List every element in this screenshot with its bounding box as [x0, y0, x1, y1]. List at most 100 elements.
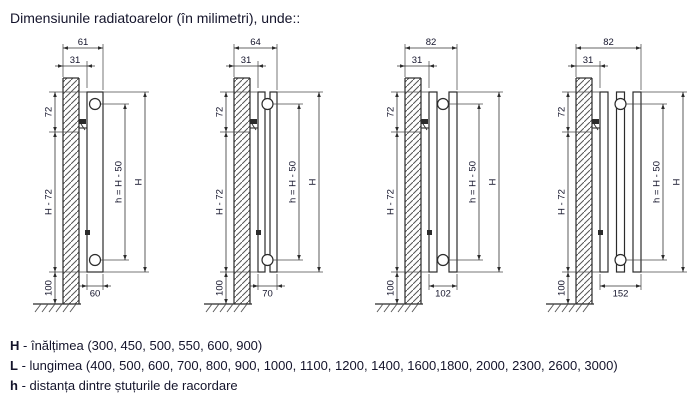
dim-height-label: H	[308, 178, 319, 185]
floor-hatch	[561, 303, 569, 313]
dim-depth-bottom-label: 102	[435, 289, 451, 300]
bracket-hook	[251, 123, 257, 131]
dimension-arrow	[636, 46, 641, 50]
valve	[598, 230, 603, 235]
radiator-panel	[428, 91, 438, 273]
bracket	[421, 119, 428, 124]
dimension-arrow	[272, 46, 277, 50]
dim-lower-left-label: 100	[386, 280, 397, 296]
wall	[63, 78, 79, 304]
dimension-arrow	[87, 64, 92, 68]
floor-hatch	[233, 303, 241, 313]
dim-depth-bottom-label: 60	[90, 289, 101, 300]
dimension-arrow	[497, 92, 501, 97]
dimension-arrow	[58, 64, 63, 68]
dimension-arrow	[395, 127, 399, 132]
dimension-arrow	[82, 284, 87, 288]
dim-lower-left-label: 100	[215, 280, 226, 296]
bracket-hook	[593, 123, 599, 131]
radiator-panel	[599, 91, 609, 273]
radiator-panel	[257, 91, 266, 273]
legend-text-H: - înălțimea (300, 450, 500, 550, 600, 90…	[23, 338, 263, 353]
dimension-arrow	[123, 104, 127, 109]
floor-hatch	[205, 303, 213, 313]
bracket	[250, 119, 257, 124]
radiator-panel	[615, 91, 626, 273]
floor-hatch	[226, 303, 234, 313]
dimension-arrow	[497, 267, 501, 272]
dimension-arrow	[600, 284, 605, 288]
floor-hatch	[411, 303, 419, 313]
dim-middle-left-label: H - 72	[44, 189, 55, 215]
floor-hatch	[41, 303, 49, 313]
dim-lower-left-label: 100	[44, 280, 55, 296]
port-top	[436, 97, 450, 111]
dimension-arrow	[395, 92, 399, 97]
page-title: Dimensiunile radiatoarelor (în milimetri…	[10, 10, 301, 26]
dimension-arrow	[234, 46, 239, 50]
legend-line-L: L - lungimea (400, 500, 600, 700, 800, 9…	[10, 356, 692, 376]
legend: H - înălțimea (300, 450, 500, 550, 600, …	[10, 336, 692, 396]
page: Dimensiunile radiatoarelor (în milimetri…	[10, 10, 692, 396]
dim-depth-top-label: 61	[78, 37, 89, 48]
legend-symbol-H: H	[10, 338, 20, 353]
valve	[427, 230, 432, 235]
wall	[405, 78, 421, 304]
bracket-hook	[80, 123, 86, 131]
dimension-arrow	[224, 132, 228, 137]
dim-port-spacing-label: h = H - 50	[114, 161, 125, 203]
dim-depth-bottom-label: 152	[613, 289, 629, 300]
floor-hatch	[568, 303, 576, 313]
floor-hatch	[219, 303, 227, 313]
dimension-arrow	[253, 284, 258, 288]
port-top	[88, 97, 102, 111]
port-top	[614, 97, 627, 111]
dim-wall-gap-label: 31	[241, 55, 252, 66]
floor-hatch	[212, 303, 220, 313]
dimension-arrow	[395, 132, 399, 137]
legend-line-h: h - distanța dintre ștuțurile de racorda…	[10, 376, 692, 396]
dim-wall-gap-label: 31	[412, 55, 423, 66]
dimension-arrow	[395, 272, 399, 277]
floor-hatch	[240, 303, 248, 313]
dimension-arrow	[566, 92, 570, 97]
floor-hatch	[397, 303, 405, 313]
dim-height-label: H	[672, 178, 683, 185]
dimension-arrow	[317, 267, 321, 272]
wall	[234, 78, 250, 304]
dimension-arrow	[395, 299, 399, 304]
dim-depth-top-label: 82	[426, 37, 437, 48]
dimension-arrow	[53, 299, 57, 304]
dim-port-spacing-label: h = H - 50	[652, 161, 663, 203]
bracket	[79, 119, 86, 124]
dimension-arrow	[681, 92, 685, 97]
dimension-arrow	[317, 92, 321, 97]
bracket-hook	[422, 123, 428, 131]
port-bottom	[614, 253, 627, 267]
dimension-arrow	[429, 64, 434, 68]
legend-symbol-L: L	[10, 358, 18, 373]
dimension-arrow	[452, 46, 457, 50]
dim-wall-gap-label: 31	[70, 55, 81, 66]
dimension-arrow	[258, 64, 263, 68]
floor-hatch	[582, 303, 590, 313]
legend-text-h: - distanța dintre ștuțurile de racordare	[21, 378, 238, 393]
floor-hatch	[55, 303, 63, 313]
dimension-arrow	[224, 299, 228, 304]
floor-hatch	[547, 303, 555, 313]
dimension-arrow	[224, 127, 228, 132]
floor-hatch	[34, 303, 42, 313]
radiator-panel	[86, 91, 104, 273]
dim-lower-left-label: 100	[557, 280, 568, 296]
dimension-arrow	[53, 127, 57, 132]
dimension-arrow	[63, 46, 68, 50]
dim-middle-left-label: H - 72	[557, 189, 568, 215]
dimension-arrow	[103, 284, 108, 288]
floor-hatch	[69, 303, 77, 313]
dimension-arrow	[566, 132, 570, 137]
legend-symbol-h: h	[10, 378, 18, 393]
dim-height-label: H	[488, 178, 499, 185]
dimension-arrow	[571, 64, 576, 68]
